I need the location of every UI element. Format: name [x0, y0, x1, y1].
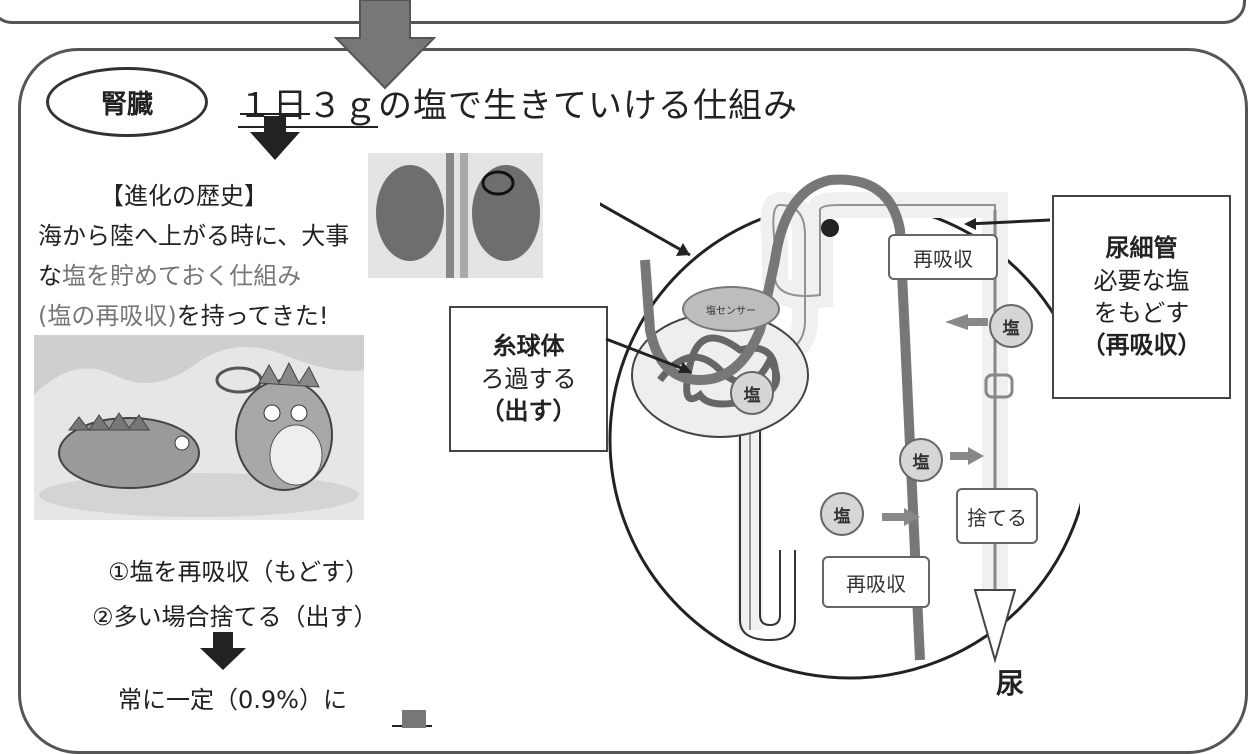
down-arrow-top: [333, 0, 437, 90]
organ-label: 腎臓: [46, 67, 208, 137]
evolution-line1: 海から陸へ上がる時に、大事: [38, 222, 350, 250]
tubule-line2: 必要な塩: [1093, 266, 1190, 295]
salt-marker-2: 塩: [730, 371, 774, 415]
salt-marker-3: 塩: [899, 438, 943, 482]
down-arrow-bottom: [392, 710, 432, 728]
urine-label: 尿: [996, 667, 1025, 700]
title-rest: の塩で生きていける仕組み: [378, 86, 798, 126]
glomerulus-line3: （出す）: [480, 397, 577, 426]
salt-marker-1: 塩: [989, 304, 1033, 348]
nephron-diagram: [600, 174, 1080, 680]
mechanism-result: 常に一定（0.9%）に: [118, 686, 347, 714]
tubule-pointer: [964, 218, 1051, 230]
tubule-line3: をもどす: [1093, 299, 1190, 327]
evolution-line3: (塩の再吸収)を持ってきた!: [38, 302, 329, 330]
down-arrow-black-1: [240, 113, 310, 160]
down-arrow-black-2: [200, 632, 246, 670]
glomerulus-title: 糸球体: [492, 332, 565, 361]
evolution-illustration: [34, 335, 364, 520]
salt-sensor: 塩センサー: [682, 286, 780, 332]
top-panel: [0, 0, 1246, 24]
tubule-line4: （再吸収）: [1081, 331, 1202, 360]
discard-label: 捨てる: [956, 488, 1038, 544]
glomerulus-callout: 糸球体 ろ過する （出す）: [449, 306, 608, 452]
evolution-line2: な塩を貯めておく仕組み: [38, 262, 302, 290]
evolution-heading: 【進化の歴史】: [100, 182, 268, 210]
reabsorb-label-bottom: 再吸収: [822, 556, 930, 608]
reabsorb-label-top: 再吸収: [888, 234, 998, 280]
tubule-callout: 尿細管 必要な塩 をもどす （再吸収）: [1052, 195, 1231, 399]
glomerulus-line2: ろ過する: [480, 364, 577, 393]
kidney-image: [368, 153, 543, 278]
page-title: １日３ｇの塩で生きていける仕組み: [238, 78, 798, 128]
mechanism-item1: ①塩を再吸収（もどす）: [108, 558, 370, 586]
mechanism-item2: ②多い場合捨てる（出す）: [92, 603, 378, 631]
salt-marker-4: 塩: [820, 492, 864, 536]
title-amount: １日３ｇ: [238, 86, 378, 128]
glomerulus-pointer: [605, 337, 692, 373]
tubule-title: 尿細管: [1105, 234, 1178, 263]
